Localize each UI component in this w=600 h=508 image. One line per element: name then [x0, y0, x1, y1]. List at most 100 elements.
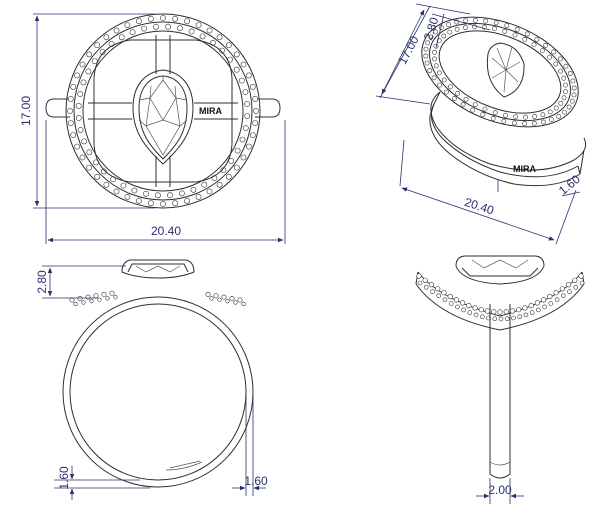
halo-bead	[472, 102, 478, 107]
iso-stone-label: 2.80	[421, 15, 442, 42]
halo-bead	[540, 297, 547, 303]
pave-bead	[105, 296, 110, 301]
halo-bead	[433, 63, 439, 69]
halo-bead	[453, 297, 460, 303]
halo-bead	[252, 96, 259, 102]
halo-bead	[563, 89, 568, 95]
halo-bead	[502, 28, 508, 34]
halo-bead	[504, 316, 510, 322]
halo-bead	[479, 314, 485, 320]
halo-bead	[451, 96, 457, 102]
halo-bead	[558, 68, 563, 74]
halo-bead	[240, 154, 247, 161]
halo-bead	[447, 29, 453, 35]
halo-bead	[99, 49, 106, 55]
side-view: 2.80 1.60 1.60	[35, 259, 268, 500]
halo-bead	[249, 84, 256, 90]
pave-bead	[221, 294, 227, 300]
halo-bead	[81, 138, 88, 145]
front-width-dimension: 20.40	[45, 120, 286, 244]
halo-bead	[512, 32, 518, 38]
halo-bead	[572, 277, 578, 283]
halo-bead	[80, 79, 87, 86]
halo-bead	[478, 307, 484, 313]
halo-bead	[454, 26, 460, 32]
halo-bead	[79, 61, 86, 68]
front-height-label: 17.00	[19, 96, 33, 126]
halo-bead	[220, 167, 227, 173]
halo-bead	[416, 273, 422, 279]
halo-bead	[542, 304, 547, 310]
side-pave-beads	[69, 290, 246, 307]
pave-bead	[217, 297, 222, 302]
halo-bead	[490, 116, 496, 121]
halo-bead	[567, 71, 573, 76]
halo-bead	[120, 182, 127, 189]
front-width-label: 20.40	[151, 224, 181, 238]
halo-bead	[573, 284, 579, 290]
halo-bead	[240, 61, 247, 68]
halo-bead	[184, 197, 190, 204]
halo-bead	[160, 201, 166, 207]
halo-bead	[567, 289, 572, 294]
halo-bead	[482, 106, 488, 112]
halo-bead	[135, 18, 142, 25]
halo-bead	[558, 100, 564, 106]
pave-bead	[209, 296, 214, 301]
pave-bead	[113, 295, 118, 300]
halo-bead	[511, 315, 516, 321]
halo-bead	[549, 117, 554, 122]
halo-bead	[540, 48, 545, 54]
halo-bead	[540, 112, 546, 118]
halo-bead	[503, 309, 509, 315]
halo-bead	[154, 192, 161, 199]
halo-bead	[172, 15, 178, 22]
front-halo-beads	[67, 15, 259, 207]
halo-bead	[492, 26, 497, 32]
halo-bead	[131, 187, 138, 194]
pave-bead	[225, 299, 230, 304]
halo-bead	[461, 307, 466, 313]
halo-bead	[143, 190, 149, 197]
halo-bead	[206, 188, 213, 195]
halo-bead	[153, 23, 159, 30]
side-stone-label: 2.80	[35, 270, 49, 294]
halo-bead	[491, 309, 497, 315]
halo-bead	[85, 68, 92, 75]
halo-bead	[199, 33, 206, 40]
pave-bead	[205, 291, 211, 297]
pave-bead	[93, 293, 99, 299]
halo-bead	[569, 98, 575, 104]
halo-bead	[67, 108, 73, 114]
halo-bead	[177, 25, 183, 32]
halo-bead	[531, 42, 537, 48]
halo-bead	[74, 143, 80, 150]
halo-bead	[201, 181, 208, 188]
halo-bead	[547, 293, 553, 300]
halo-bead	[188, 28, 195, 35]
halo-bead	[470, 107, 476, 113]
halo-bead	[195, 193, 202, 200]
halo-bead	[460, 102, 466, 108]
halo-bead	[206, 27, 213, 34]
halo-bead	[561, 75, 567, 81]
pear-stone	[132, 69, 194, 165]
halo-bead	[565, 282, 572, 288]
halo-bead	[522, 121, 527, 127]
pave-bead	[69, 297, 75, 303]
pave-bead	[81, 300, 86, 305]
halo-bead	[447, 293, 453, 300]
halo-bead	[233, 66, 240, 73]
halo-bead	[553, 290, 559, 296]
halo-bead	[433, 29, 438, 35]
halo-bead	[493, 20, 499, 26]
halo-bead	[234, 147, 241, 154]
halo-bead	[484, 308, 491, 314]
side-stone-dimension: 2.80	[35, 265, 126, 299]
iso-logo: MIRA	[513, 164, 536, 174]
halo-bead	[501, 118, 507, 124]
halo-bead	[536, 307, 541, 313]
halo-bead	[547, 109, 553, 115]
halo-bead	[129, 29, 136, 36]
